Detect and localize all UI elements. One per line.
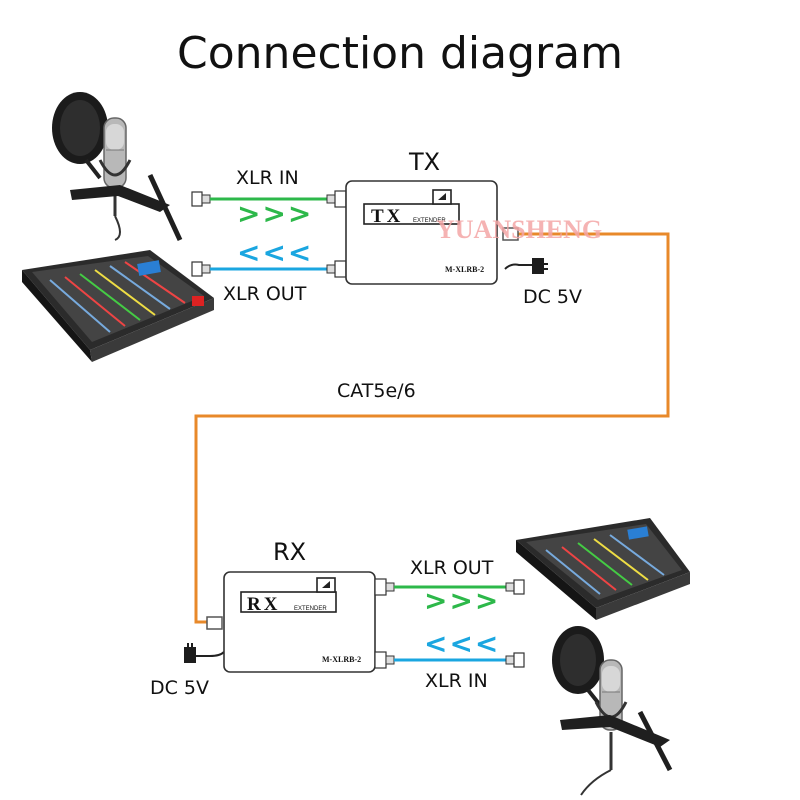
rx-device-sub: EXTENDER [294, 606, 327, 612]
tx-power-adapter-icon [504, 258, 548, 274]
tx-xlr-in-label: XLR IN [236, 167, 299, 189]
rx-xlr-out-label: XLR OUT [410, 557, 494, 579]
tx-device-text: TX [371, 206, 403, 227]
rx-device-text: RX [247, 594, 280, 615]
rx-backward-arrows: <<< [424, 627, 501, 660]
cat-cable [194, 232, 670, 624]
tx-xlr-out-label: XLR OUT [223, 283, 307, 305]
rx-extender-box [223, 571, 376, 673]
tx-xlr-in-cable [191, 190, 347, 208]
rx-xlr-in-label: XLR IN [425, 670, 488, 692]
rx-power-adapter-icon [184, 643, 225, 663]
tx-backward-arrows: <<< [237, 236, 314, 269]
tx-forward-arrows: >>> [237, 197, 314, 230]
diagram-title: Connection diagram [177, 28, 623, 79]
mixer-top-icon [22, 250, 214, 362]
cable-label: CAT5e/6 [337, 380, 416, 402]
tx-device-sub: EXTENDER [413, 218, 446, 224]
rx-xlr-in-cable [374, 651, 525, 669]
microphone-top-icon [52, 92, 183, 242]
tx-xlr-out-cable [191, 260, 347, 278]
tx-extender-box [345, 180, 498, 285]
tx-model: M-XLRB-2 [445, 265, 484, 274]
rx-forward-arrows: >>> [424, 584, 501, 617]
watermark-text: YUANSHENG [436, 215, 602, 244]
tx-power-label: DC 5V [523, 286, 583, 308]
rx-model: M-XLRB-2 [322, 655, 361, 664]
rj45-plug-tx [502, 227, 519, 241]
rx-power-label: DC 5V [150, 677, 210, 699]
rx-label: RX [273, 538, 307, 566]
rx-xlr-out-cable [374, 578, 525, 596]
rj45-plug-rx [206, 616, 223, 630]
tx-label: TX [409, 148, 441, 176]
mixer-bottom-icon [516, 518, 690, 620]
microphone-bottom-icon [552, 626, 673, 796]
